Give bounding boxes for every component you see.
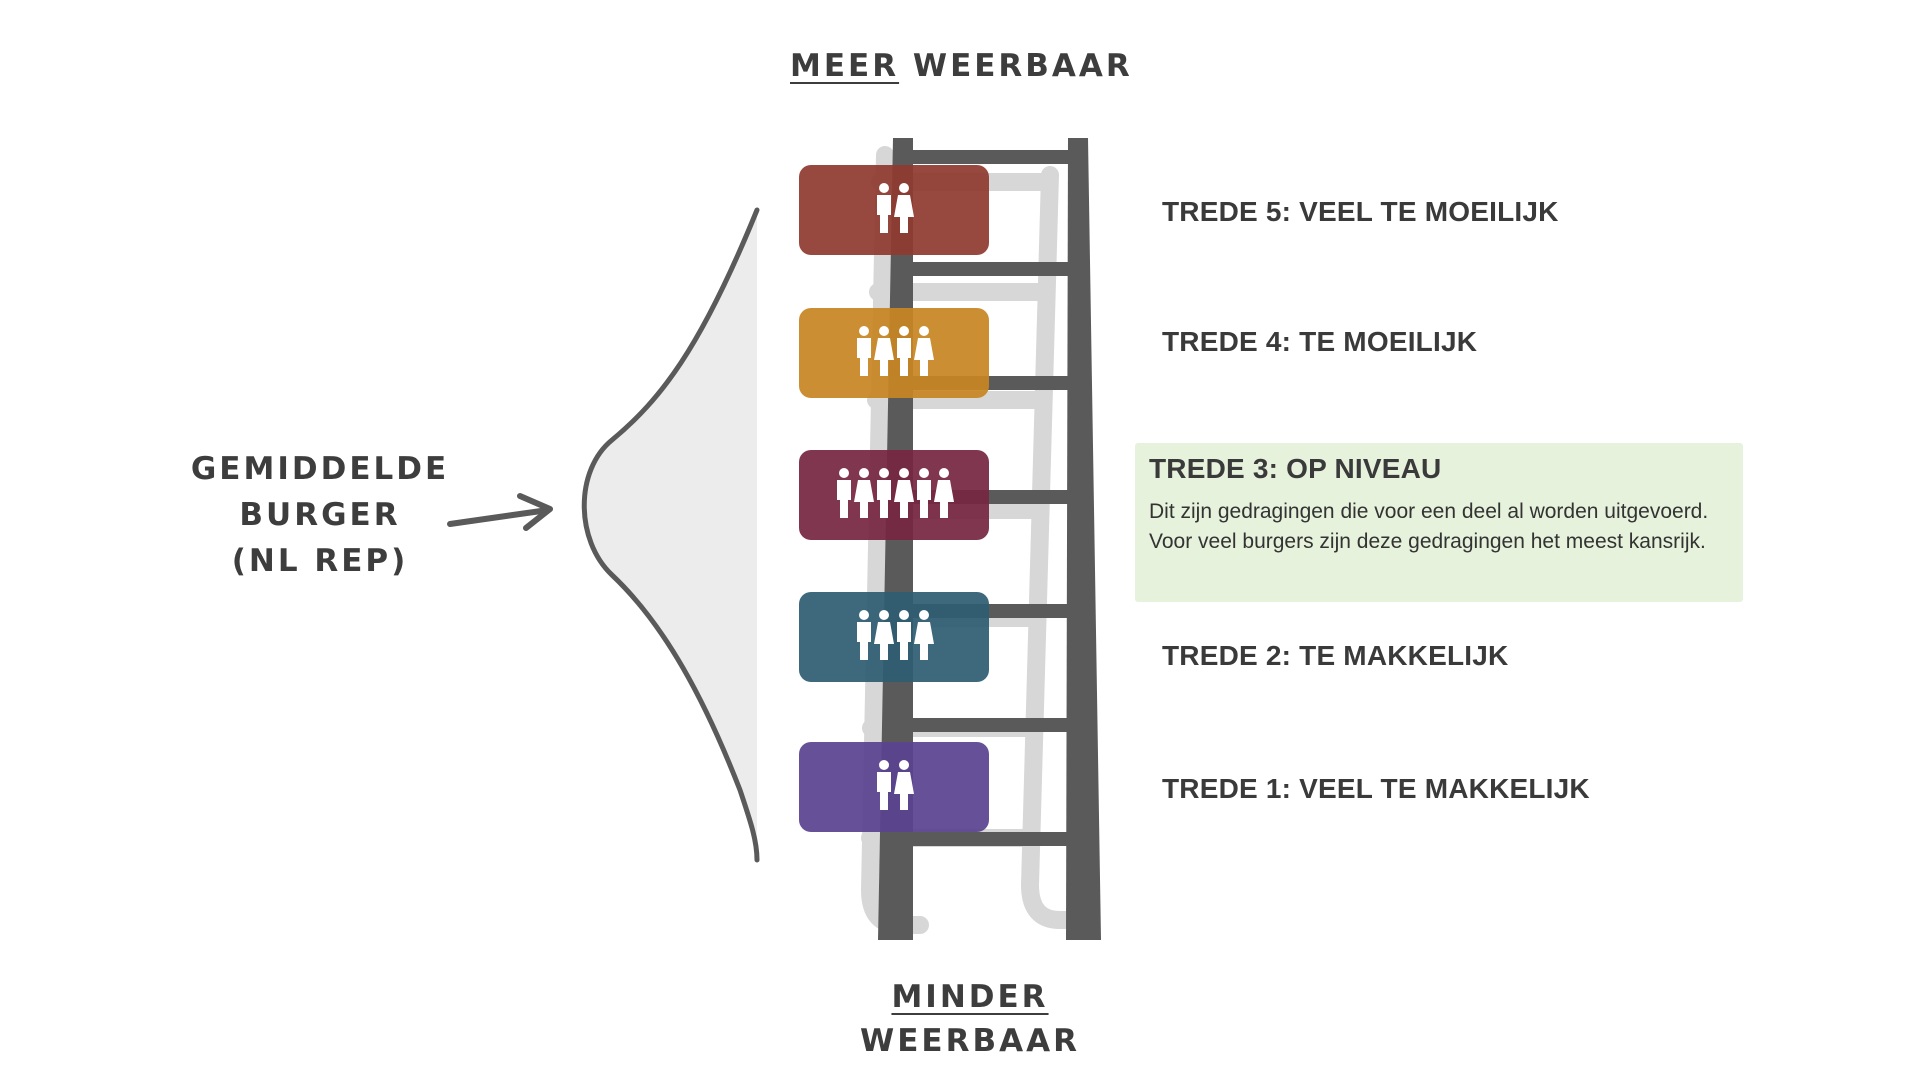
distribution-curve <box>581 207 760 863</box>
person-icon <box>874 610 894 660</box>
step-4-title: TREDE 4: TE MOEILIJK <box>1162 326 1478 357</box>
step-blocks <box>799 165 989 832</box>
person-icon <box>837 468 851 518</box>
person-icon <box>874 326 894 376</box>
step-1-block <box>799 742 989 832</box>
step-5-block <box>799 165 989 255</box>
step-2-title: TREDE 2: TE MAKKELIJK <box>1162 640 1509 671</box>
person-icon <box>897 326 911 376</box>
step-5-title: TREDE 5: VEEL TE MOEILIJK <box>1162 196 1559 227</box>
person-icon <box>914 326 934 376</box>
side-label-line3: (NL REP) <box>231 543 409 579</box>
side-label-line2: BURGER <box>239 497 401 533</box>
person-icon <box>917 468 931 518</box>
bottom-label-rest: WEERBAAR <box>860 1023 1080 1059</box>
step-3-highlight: TREDE 3: OP NIVEAU Dit zijn gedragingen … <box>1135 443 1743 602</box>
person-icon <box>894 760 914 810</box>
step-3-block <box>799 450 989 540</box>
arrow-icon <box>447 493 553 531</box>
person-icon <box>854 468 874 518</box>
person-icon <box>894 183 914 233</box>
side-label: GEMIDDELDE BURGER (NL REP) <box>180 446 460 584</box>
person-icon <box>877 468 891 518</box>
person-icon <box>894 468 914 518</box>
step-2-block <box>799 592 989 682</box>
person-icon <box>877 183 891 233</box>
bottom-label: MINDER WEERBAAR <box>840 975 1100 1063</box>
top-label: MEER WEERBAAR <box>790 48 1133 84</box>
person-icon <box>877 760 891 810</box>
step-1-title: TREDE 1: VEEL TE MAKKELIJK <box>1162 773 1590 804</box>
top-label-underlined: MEER <box>790 48 900 84</box>
person-icon <box>857 326 871 376</box>
step-3-description: Dit zijn gedragingen die voor een deel a… <box>1149 500 1709 553</box>
side-label-line1: GEMIDDELDE <box>190 451 450 487</box>
top-label-rest: WEERBAAR <box>912 48 1133 84</box>
bottom-label-underlined: MINDER <box>891 979 1049 1015</box>
person-icon <box>857 610 871 660</box>
step-3-title: TREDE 3: OP NIVEAU <box>1149 453 1442 484</box>
step-4-block <box>799 308 989 398</box>
person-icon <box>914 610 934 660</box>
person-icon <box>897 610 911 660</box>
person-icon <box>934 468 954 518</box>
